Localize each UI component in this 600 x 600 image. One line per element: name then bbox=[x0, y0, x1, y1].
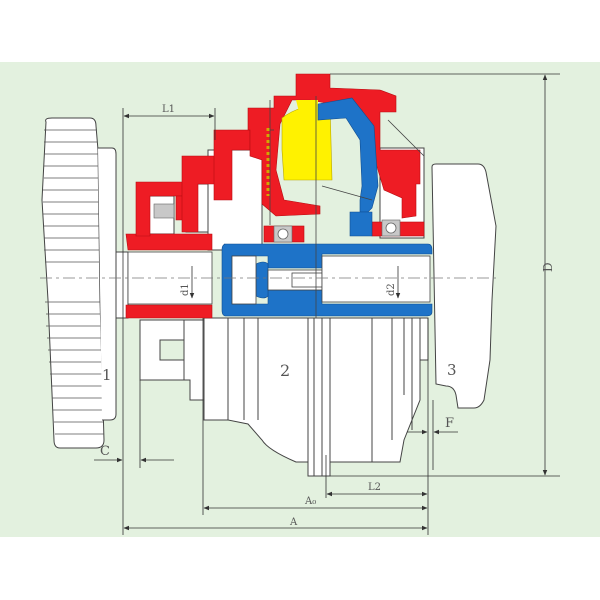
component-1-flywheel bbox=[41, 117, 117, 449]
dim-label-A0: A₀ bbox=[304, 496, 316, 507]
dim-label-C: C bbox=[100, 444, 110, 459]
dim-label-d2: d2 bbox=[386, 283, 397, 296]
component-3-label: 3 bbox=[447, 361, 457, 379]
dim-label-L2: L2 bbox=[368, 482, 381, 493]
red-housing bbox=[125, 73, 425, 319]
dim-label-A: A bbox=[289, 517, 298, 528]
fluid-top bbox=[296, 100, 318, 116]
dim-label-L1: L1 bbox=[162, 104, 175, 115]
dim-label-F: F bbox=[445, 416, 454, 431]
component-3-driven-machine bbox=[431, 163, 497, 409]
dimension-lines bbox=[94, 73, 560, 535]
housing-detail-lines bbox=[268, 96, 425, 318]
bearing bbox=[153, 203, 401, 243]
blue-runner bbox=[221, 97, 433, 317]
dim-label-D: D bbox=[541, 262, 555, 272]
component-2-housing-lower bbox=[139, 317, 429, 477]
component-2-label: 2 bbox=[280, 361, 290, 380]
dim-label-d1: d1 bbox=[180, 283, 191, 296]
component-1-label: 1 bbox=[102, 366, 112, 384]
